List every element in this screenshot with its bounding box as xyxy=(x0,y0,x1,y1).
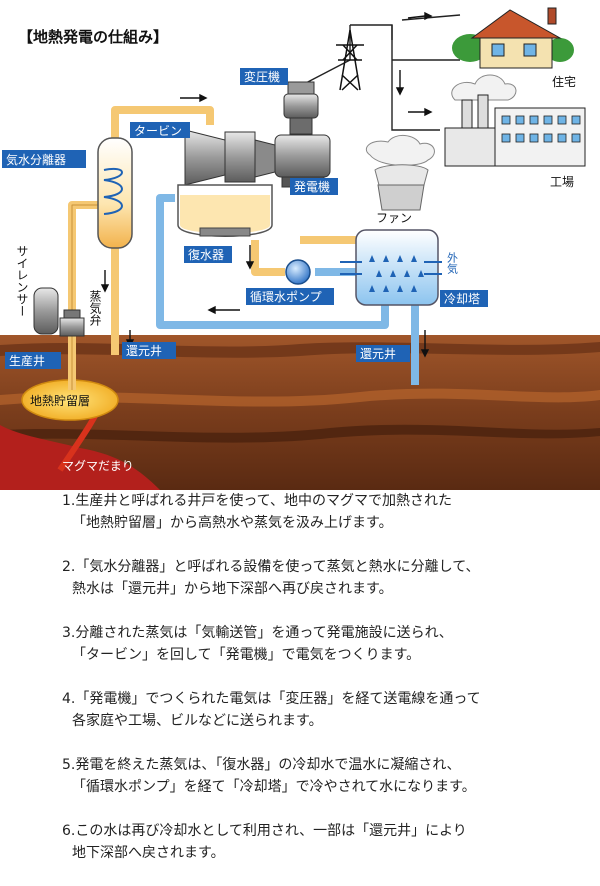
steps-list: 1.生産井と呼ばれる井戸を使って、地中のマグマで加熱された「地熱貯留層」から高熱… xyxy=(62,490,592,886)
silencer-icon xyxy=(33,287,59,335)
reinjection-well-right-label: 還元井 xyxy=(360,347,396,361)
geothermal-diagram: 【地熱発電の仕組み】 気水分離器 タービン 変圧機 発電機 復水器 循環水ポンプ… xyxy=(0,7,600,490)
step-line-2: 「循環水ポンプ」を経て「冷却塔」で冷やされて水になります。 xyxy=(72,779,476,795)
diagram-title: 【地熱発電の仕組み】 xyxy=(18,28,168,46)
factory-icon xyxy=(444,74,586,167)
step-line-1: 3.分離された蒸気は「気輸送管」を通って発電施設に送られ、 xyxy=(62,625,453,641)
step-item: 5.発電を終えた蒸気は、「復水器」の冷却水で温水に凝縮され、「循環水ポンプ」を経… xyxy=(62,754,592,798)
magma-chamber xyxy=(0,425,160,490)
reservoir-label: 地熱貯留層 xyxy=(30,394,90,408)
step-item: 6.この水は再び冷却水として利用され、一部は「還元井」により地下深部へ戻されます… xyxy=(62,820,592,864)
transformer-icon xyxy=(283,81,319,135)
transformer-label: 変圧機 xyxy=(244,69,280,84)
step-line-1: 1.生産井と呼ばれる井戸を使って、地中のマグマで加熱された xyxy=(62,493,452,509)
silencer-label: サイレンサー xyxy=(15,245,29,317)
factory-label: 工場 xyxy=(550,175,574,189)
steam-valve-label: 蒸気弁 xyxy=(88,290,102,326)
reinjection-well-left-label: 還元井 xyxy=(126,344,162,358)
step-item: 4.「発電機」でつくられた電気は「変圧器」を経て送電線を通って各家庭や工場、ビル… xyxy=(62,688,592,732)
step-line-2: 各家庭や工場、ビルなどに送られます。 xyxy=(72,713,323,729)
production-well-label: 生産井 xyxy=(9,353,45,368)
turbine-label: タービン xyxy=(134,124,182,138)
step-line-1: 5.発電を終えた蒸気は、「復水器」の冷却水で温水に凝縮され、 xyxy=(62,757,461,773)
circulation-pump-icon xyxy=(285,259,311,285)
residence-label: 住宅 xyxy=(552,74,576,89)
steam-separator-icon xyxy=(97,137,133,249)
step-item: 3.分離された蒸気は「気輸送管」を通って発電施設に送られ、「タービン」を回して「… xyxy=(62,622,592,666)
step-line-2: 「地熱貯留層」から高熱水や蒸気を汲み上げます。 xyxy=(72,515,393,531)
steam-valve-icon xyxy=(59,309,85,337)
step-line-2: 地下深部へ戻されます。 xyxy=(72,845,225,861)
cooling-tower-icon xyxy=(340,135,442,306)
cooling-tower-label: 冷却塔 xyxy=(444,292,480,306)
step-item: 1.生産井と呼ばれる井戸を使って、地中のマグマで加熱された「地熱貯留層」から高熱… xyxy=(62,490,592,534)
step-item: 2.「気水分離器」と呼ばれる設備を使って蒸気と熱水に分離して、熱水は「還元井」か… xyxy=(62,556,592,600)
step-line-1: 4.「発電機」でつくられた電気は「変圧器」を経て送電線を通って xyxy=(62,691,481,707)
flow-arrows xyxy=(100,11,433,358)
turbine-icon xyxy=(184,129,276,186)
power-lines xyxy=(301,14,461,131)
condenser-icon xyxy=(177,184,273,237)
circulation-pump-label: 循環水ポンプ xyxy=(250,290,322,304)
blue-labels: 気水分離器 タービン 変圧機 発電機 復水器 循環水ポンプ 冷却塔 生産井 還元… xyxy=(2,68,488,369)
outside-air-label: 外気 xyxy=(446,252,459,275)
step-line-2: 「タービン」を回して「発電機」で電気をつくります。 xyxy=(72,647,421,663)
step-line-1: 2.「気水分離器」と呼ばれる設備を使って蒸気と熱水に分離して、 xyxy=(62,559,480,575)
steam-separator-label: 気水分離器 xyxy=(6,152,66,167)
house-icon xyxy=(452,7,574,69)
fan-label: ファン xyxy=(376,211,412,225)
magma-label: マグマだまり xyxy=(62,459,134,473)
generator-label: 発電機 xyxy=(294,179,330,194)
water-pipes xyxy=(156,194,419,385)
transmission-tower-icon xyxy=(336,29,364,91)
step-line-1: 6.この水は再び冷却水として利用され、一部は「還元井」により xyxy=(62,823,467,839)
step-line-2: 熱水は「還元井」から地下深部へ再び戻されます。 xyxy=(72,581,393,597)
condenser-label: 復水器 xyxy=(188,247,224,262)
